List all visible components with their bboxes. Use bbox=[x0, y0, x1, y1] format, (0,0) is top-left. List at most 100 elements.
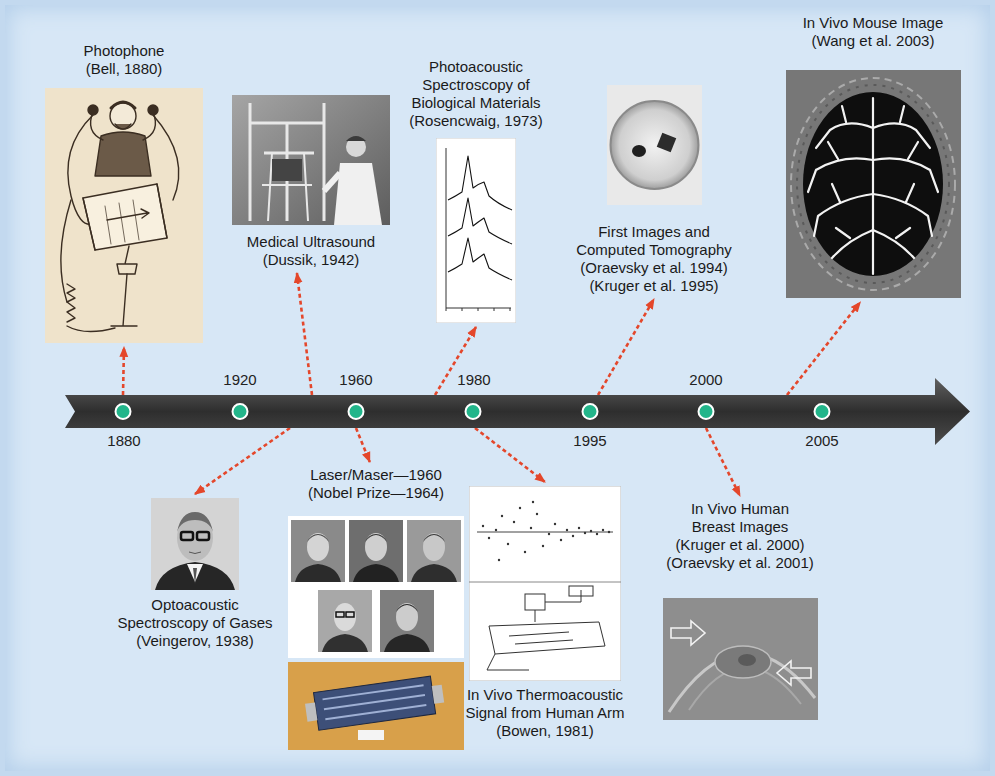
tomography-image bbox=[610, 101, 698, 189]
photophone-engraving bbox=[148, 105, 158, 115]
laureate-photos bbox=[288, 516, 464, 750]
photophone-engraving bbox=[105, 200, 139, 244]
photophone-engraving bbox=[83, 184, 167, 250]
signal-and-setup-figure bbox=[560, 539, 562, 541]
dotted-arrow bbox=[356, 428, 370, 462]
timeline-dot bbox=[583, 404, 598, 419]
citation: (Kruger et al. 2000) bbox=[675, 536, 804, 554]
tomography-image bbox=[607, 85, 702, 205]
mouse-brain-image bbox=[791, 78, 955, 290]
laureate-photos bbox=[334, 603, 356, 631]
laureate-photos bbox=[307, 534, 329, 542]
mouse-brain-image bbox=[786, 70, 961, 298]
laureate-photos bbox=[288, 516, 464, 658]
citation: (Kruger et al. 1995) bbox=[589, 277, 718, 295]
event-card: In Vivo Human Breast Images(Kruger et al… bbox=[660, 500, 821, 720]
spectrum-chart bbox=[436, 138, 516, 323]
citation: (Wang et al. 2003) bbox=[812, 32, 935, 50]
timeline-dot bbox=[233, 404, 248, 419]
laureate-photos bbox=[423, 533, 445, 561]
dotted-arrow bbox=[787, 302, 860, 395]
mouse-brain-image bbox=[873, 106, 930, 148]
year-label: 1960 bbox=[339, 371, 372, 389]
photophone-engraving bbox=[95, 132, 151, 176]
photophone-engraving bbox=[107, 209, 149, 220]
breast-image bbox=[671, 621, 705, 645]
signal-and-setup-figure bbox=[509, 632, 573, 644]
laureate-photos bbox=[407, 520, 461, 582]
spectrum-chart bbox=[446, 308, 510, 311]
mouse-brain-image bbox=[873, 184, 932, 236]
signal-and-setup-figure bbox=[590, 530, 592, 532]
signal-and-setup-figure bbox=[535, 610, 536, 622]
breast-image bbox=[663, 598, 818, 720]
spectrum-chart bbox=[436, 138, 516, 323]
mouse-brain-image bbox=[832, 228, 873, 258]
laureate-photos bbox=[318, 590, 372, 652]
laureate-photos bbox=[423, 534, 445, 542]
event-title: Photophone bbox=[64, 42, 184, 60]
signal-and-setup-figure bbox=[477, 532, 613, 533]
photophone-engraving bbox=[61, 200, 71, 302]
timeline-dot bbox=[815, 404, 830, 419]
citation: (Oraevsky et al. 2001) bbox=[666, 554, 814, 572]
mouse-brain-image bbox=[803, 92, 943, 276]
event-title: Medical Ultrasound bbox=[226, 233, 396, 251]
photophone-engraving bbox=[45, 88, 203, 343]
dotted-arrow bbox=[475, 428, 545, 482]
laureate-photos bbox=[407, 520, 461, 582]
laureate-photos bbox=[380, 590, 434, 652]
photophone-engraving bbox=[111, 102, 135, 108]
mouse-brain-image bbox=[786, 70, 961, 298]
citation: (Oraevsky et al. 1994) bbox=[580, 259, 728, 277]
spectrum-chart bbox=[448, 238, 512, 280]
photophone-engraving bbox=[61, 102, 179, 332]
portrait-photo bbox=[193, 568, 197, 584]
event-title: Laser/Maser—1960 bbox=[291, 466, 461, 484]
timeline-dot bbox=[349, 404, 364, 419]
breast-image bbox=[663, 598, 818, 720]
timeline-dot bbox=[699, 404, 714, 419]
signal-and-setup-figure bbox=[524, 551, 526, 553]
mouse-brain-image bbox=[797, 85, 949, 283]
signal-and-setup-figure bbox=[596, 533, 598, 535]
mouse-brain-image bbox=[816, 106, 873, 148]
signal-and-setup-figure bbox=[513, 521, 515, 523]
signal-and-setup-figure bbox=[498, 559, 500, 561]
laureate-photos bbox=[396, 603, 418, 631]
laureate-photos bbox=[323, 685, 427, 719]
mouse-brain-image bbox=[871, 98, 873, 274]
signal-and-setup-figure bbox=[489, 622, 605, 654]
mouse-brain-image bbox=[808, 98, 938, 274]
event-card: Photoacoustic Spectroscopy of Biological… bbox=[401, 58, 552, 323]
signal-and-setup-figure bbox=[469, 582, 621, 583]
event-title: In Vivo Thermoacoustic Signal from Human… bbox=[460, 686, 630, 722]
timeline-band bbox=[65, 395, 970, 428]
laureate-photos bbox=[336, 612, 344, 617]
spectrum-chart bbox=[446, 148, 511, 308]
portrait-photo bbox=[197, 532, 209, 540]
laureate-photos bbox=[411, 564, 457, 582]
ultrasound-photo bbox=[232, 95, 390, 225]
year-label: 2005 bbox=[805, 432, 838, 450]
laureate-photos bbox=[349, 520, 403, 582]
year-label: 1880 bbox=[107, 432, 140, 450]
photophone-engraving bbox=[45, 88, 203, 343]
event-card: Medical Ultrasound(Dussik, 1942) bbox=[223, 95, 399, 269]
ultrasound-photo bbox=[250, 103, 324, 221]
laureate-photos bbox=[291, 520, 345, 582]
laureate-photos bbox=[304, 675, 446, 732]
event-card: Optoacoustic Spectroscopy of Gases(Veing… bbox=[112, 498, 278, 650]
laureate-photos bbox=[349, 520, 403, 582]
signal-and-setup-figure bbox=[469, 486, 621, 681]
laureate-photos bbox=[365, 533, 387, 561]
event-card: Laser/Maser—1960(Nobel Prize—1964) bbox=[285, 466, 467, 750]
timeline-dot bbox=[466, 404, 481, 419]
laureate-photos bbox=[318, 590, 372, 652]
mouse-brain-image bbox=[873, 228, 914, 258]
signal-and-setup-figure bbox=[525, 594, 545, 610]
tomography-image bbox=[656, 133, 676, 153]
photophone-engraving bbox=[115, 124, 131, 129]
citation: (Bowen, 1981) bbox=[496, 722, 594, 740]
event-card: First Images and Computed Tomography(Ora… bbox=[569, 85, 740, 295]
